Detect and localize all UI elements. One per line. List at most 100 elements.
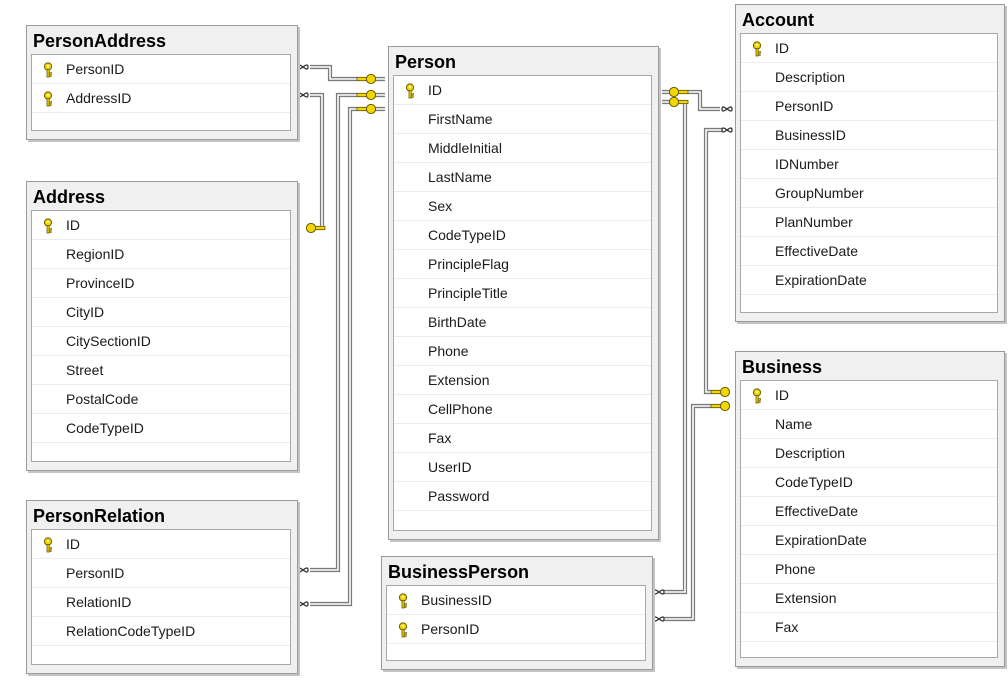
column-row[interactable]: ProvinceID (32, 269, 290, 298)
column-name: BirthDate (428, 314, 487, 330)
primary-key-icon (752, 41, 762, 57)
column-row[interactable]: IDNumber (741, 150, 997, 179)
column-row[interactable]: UserID (394, 453, 651, 482)
column-row[interactable]: RelationCodeTypeID (32, 617, 290, 646)
column-row[interactable]: PersonID (32, 55, 290, 84)
column-row[interactable]: ExpirationDate (741, 526, 997, 555)
relationship-line (310, 106, 385, 607)
relationship-line (310, 64, 385, 82)
column-row[interactable]: Fax (394, 424, 651, 453)
column-name: Description (775, 69, 846, 85)
column-name: RelationCodeTypeID (66, 623, 196, 639)
column-name: LastName (428, 169, 492, 185)
one-end-icon (710, 403, 722, 408)
column-name: Fax (775, 619, 799, 635)
column-row[interactable]: RegionID (32, 240, 290, 269)
one-end-icon (314, 225, 326, 230)
column-name: PlanNumber (775, 214, 853, 230)
column-name: Password (428, 488, 490, 504)
column-name: GroupNumber (775, 185, 864, 201)
column-name: CellPhone (428, 401, 493, 417)
column-row[interactable]: ID (741, 34, 997, 63)
column-row[interactable]: ID (32, 530, 290, 559)
column-row[interactable]: PersonID (32, 559, 290, 588)
column-row[interactable]: PersonID (387, 615, 645, 644)
column-row[interactable]: Extension (394, 366, 651, 395)
column-name: Phone (775, 561, 816, 577)
many-end-icon (721, 106, 733, 112)
column-row[interactable]: AddressID (32, 84, 290, 113)
column-name: PostalCode (66, 391, 139, 407)
column-row[interactable]: CodeTypeID (741, 468, 997, 497)
column-row[interactable]: ID (32, 211, 290, 240)
column-name: Phone (428, 343, 469, 359)
column-row[interactable]: Sex (394, 192, 651, 221)
column-row[interactable]: GroupNumber (741, 179, 997, 208)
column-row[interactable]: ExpirationDate (741, 266, 997, 295)
column-row[interactable]: ID (741, 381, 997, 410)
column-row[interactable]: PlanNumber (741, 208, 997, 237)
table-title: BusinessPerson (388, 562, 530, 582)
column-row[interactable]: EffectiveDate (741, 237, 997, 266)
column-row[interactable]: BirthDate (394, 308, 651, 337)
column-row[interactable]: ID (394, 76, 651, 105)
column-row[interactable]: BusinessID (387, 586, 645, 615)
column-name: ID (775, 387, 789, 403)
column-name: MiddleInitial (428, 140, 502, 156)
column-name: PrincipleTitle (428, 285, 508, 301)
column-row[interactable]: CellPhone (394, 395, 651, 424)
column-row[interactable]: Extension (741, 584, 997, 613)
column-name: Sex (428, 198, 453, 214)
many-end-icon (297, 567, 309, 573)
table-title: Person (395, 52, 457, 72)
column-name: PersonID (66, 565, 125, 581)
column-row[interactable]: Phone (741, 555, 997, 584)
column-row[interactable]: LastName (394, 163, 651, 192)
column-row[interactable]: CodeTypeID (32, 414, 290, 443)
primary-key-icon (398, 622, 408, 638)
many-end-icon (653, 589, 665, 595)
column-row[interactable]: PrincipleFlag (394, 250, 651, 279)
column-row[interactable]: Name (741, 410, 997, 439)
column-row[interactable]: PersonID (741, 92, 997, 121)
column-row[interactable]: Description (741, 439, 997, 468)
table-title: Address (33, 187, 106, 207)
one-end-icon (356, 93, 368, 98)
one-end-icon (677, 100, 689, 105)
column-name: Extension (428, 372, 490, 388)
column-row[interactable]: RelationID (32, 588, 290, 617)
relationship-line (664, 403, 725, 622)
column-row[interactable]: MiddleInitial (394, 134, 651, 163)
column-row[interactable]: Description (741, 63, 997, 92)
column-row[interactable]: Street (32, 356, 290, 385)
table-title: Business (742, 357, 823, 377)
column-row[interactable]: Fax (741, 613, 997, 642)
column-row[interactable]: CitySectionID (32, 327, 290, 356)
relationship-line (662, 99, 688, 595)
column-row[interactable]: BusinessID (741, 121, 997, 150)
column-name: RegionID (66, 246, 125, 262)
column-row[interactable]: Password (394, 482, 651, 511)
column-name: CodeTypeID (66, 420, 144, 436)
column-row[interactable]: PostalCode (32, 385, 290, 414)
column-row[interactable]: CityID (32, 298, 290, 327)
column-row[interactable]: PrincipleTitle (394, 279, 651, 308)
column-name: ID (775, 40, 789, 56)
column-row[interactable]: Phone (394, 337, 651, 366)
column-name: FirstName (428, 111, 493, 127)
column-row[interactable]: FirstName (394, 105, 651, 134)
column-name: PrincipleFlag (428, 256, 509, 272)
column-row[interactable]: EffectiveDate (741, 497, 997, 526)
column-row[interactable]: CodeTypeID (394, 221, 651, 250)
column-name: AddressID (66, 90, 132, 106)
many-end-icon (653, 616, 665, 622)
